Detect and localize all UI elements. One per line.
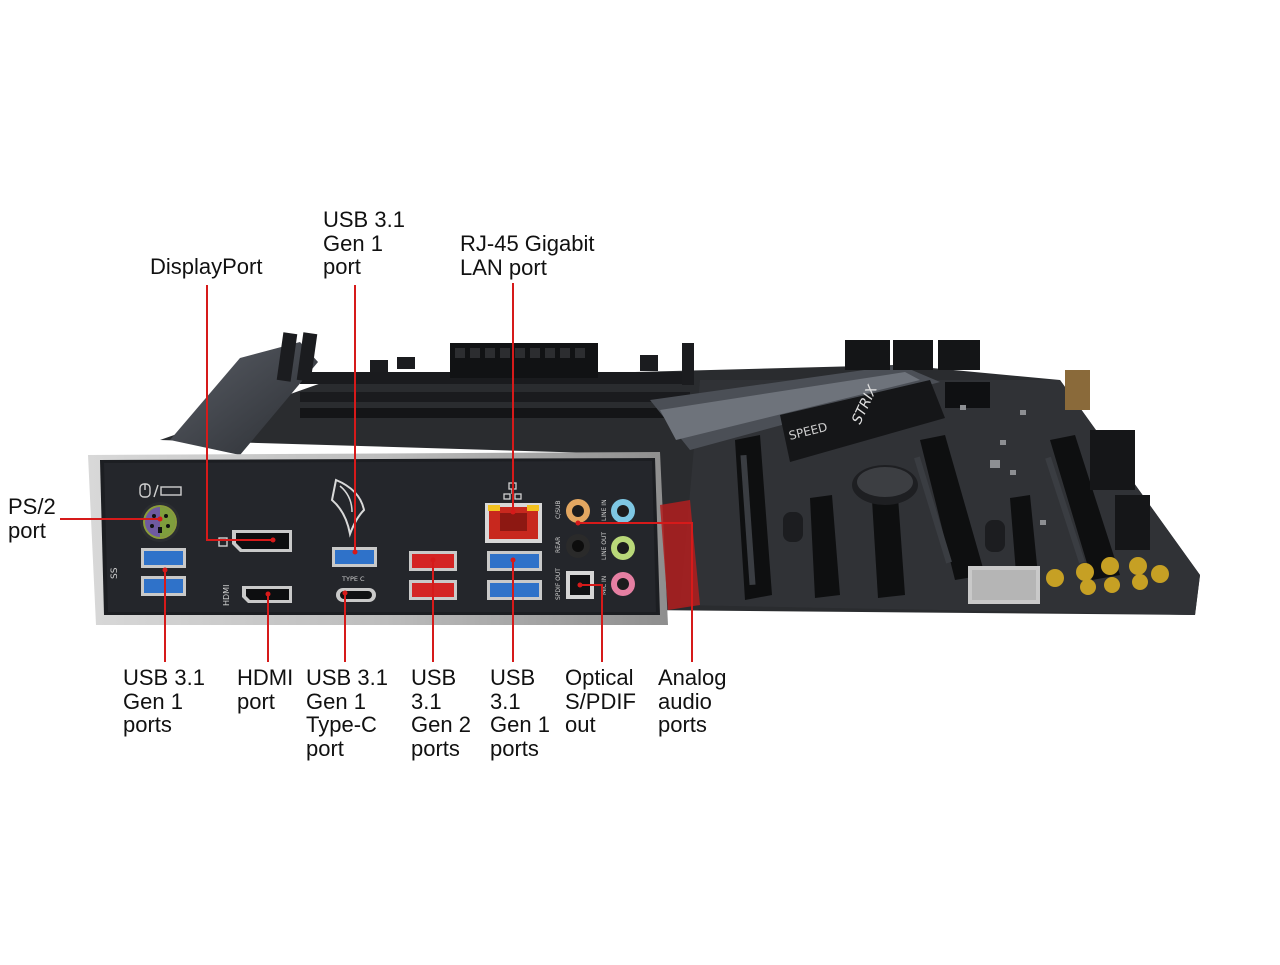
mouse-keyboard-icon (139, 483, 182, 498)
label-usb-type-c: USB 3.1 Gen 1 Type-C port (306, 665, 388, 761)
csub-print: C/SUB (555, 500, 562, 519)
line-in-print: LINE IN (601, 499, 608, 521)
audio-labels: C/SUB REAR SPDIF OUT LINE IN LINE OUT MI… (555, 499, 608, 600)
leader-dots (157, 509, 583, 597)
spdif-print: SPDIF OUT (555, 568, 562, 600)
usb-gen1-left-ports (141, 548, 186, 596)
usb-gen1-top-port (332, 547, 377, 567)
usb-type-c-port (336, 588, 376, 602)
rj45-port (485, 503, 542, 543)
leader-lines (60, 283, 693, 662)
hdmi-print: HDMI (222, 585, 231, 606)
usb-ss-icon: SS (110, 567, 120, 579)
type-c-print: TYPE C (341, 575, 365, 583)
svg-text:SS: SS (110, 567, 120, 579)
displayport-icon (218, 537, 228, 547)
pcb-board: SPEED STRIX (160, 332, 1200, 615)
leader-analog (578, 522, 693, 662)
mic-in-print: MIC IN (601, 576, 608, 595)
leader-displayport (206, 285, 273, 541)
label-hdmi: HDMI port (237, 665, 294, 714)
label-usb-gen1-left: USB 3.1 Gen 1 ports (123, 665, 205, 737)
audio-jacks (566, 499, 635, 596)
label-analog-audio: Analog audio ports (658, 665, 727, 737)
rear-print: REAR (555, 537, 562, 553)
label-rj45: RJ-45 Gigabit LAN port (460, 231, 595, 280)
line-out-print: LINE OUT (601, 532, 608, 560)
label-ps2-port: PS/2 port (8, 494, 56, 543)
label-usb-gen1-right: USB 3.1 Gen 1 ports (490, 665, 550, 761)
label-usb-gen1-top: USB 3.1 Gen 1 port (323, 207, 405, 279)
label-displayport: DisplayPort (150, 254, 263, 279)
label-optical: Optical S/PDIF out (565, 665, 636, 737)
ps2-port (140, 502, 180, 542)
label-usb-gen2: USB 3.1 Gen 2 ports (411, 665, 471, 761)
leader-optical (580, 584, 603, 662)
